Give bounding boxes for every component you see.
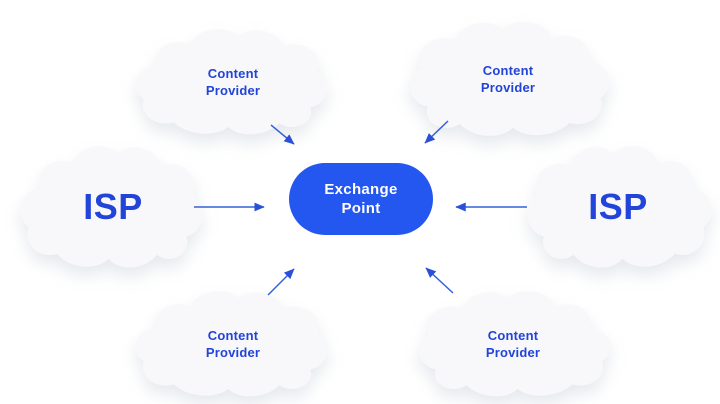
node-label: Content Provider xyxy=(205,328,261,360)
node-label: Content Provider xyxy=(485,328,541,360)
node-content-provider-top-left: Content Provider xyxy=(133,24,333,140)
node-content-provider-top-right: Content Provider xyxy=(404,16,612,142)
node-isp-right: ISP xyxy=(522,140,714,274)
cloud-icon xyxy=(418,291,611,397)
cloud-icon xyxy=(135,29,328,135)
node-exchange-point: Exchange Point xyxy=(289,163,433,235)
node-content-provider-bottom-right: Content Provider xyxy=(413,286,613,402)
cloud-icon xyxy=(20,146,203,268)
cloud-icon xyxy=(135,291,328,397)
node-isp-left: ISP xyxy=(18,140,208,274)
exchange-point-label: Exchange Point xyxy=(324,181,398,217)
node-label: Content Provider xyxy=(205,66,261,98)
node-content-provider-bottom-left: Content Provider xyxy=(133,286,333,402)
node-label: ISP xyxy=(83,186,143,227)
cloud-icon xyxy=(527,146,712,268)
node-label: Content Provider xyxy=(480,63,536,95)
cloud-icon xyxy=(409,21,610,136)
node-label: ISP xyxy=(588,186,648,227)
